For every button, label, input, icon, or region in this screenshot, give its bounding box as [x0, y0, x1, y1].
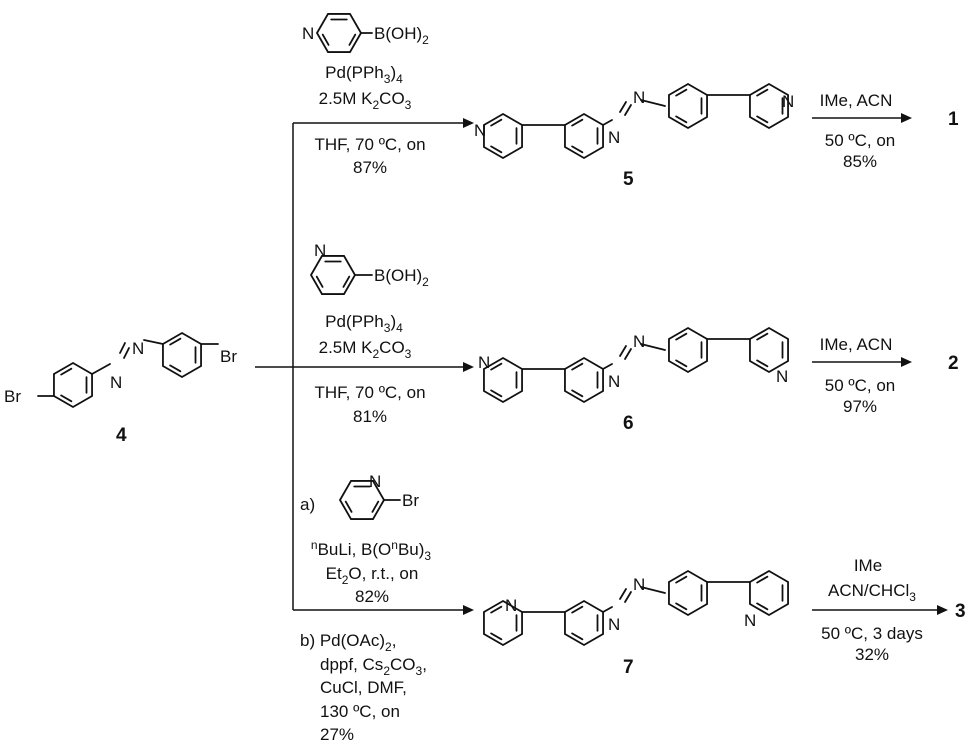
- reagent-4-pyridylboronic-acid: N B(OH)2: [302, 13, 429, 53]
- route-para-base: 2.5M K2CO3: [319, 89, 412, 112]
- route-meta-methylation-reagents: IMe, ACN: [820, 335, 893, 354]
- route-ortho-step-b-yield: 27%: [320, 725, 354, 744]
- pyridine-n-right: N: [782, 92, 794, 111]
- azo-n2: N: [633, 575, 645, 594]
- reagent-2-bromopyridine: N Br: [339, 472, 419, 520]
- bromine-label: Br: [402, 491, 419, 510]
- azo-n1-label: N: [110, 373, 122, 392]
- pyridine-n-label: N: [314, 241, 326, 260]
- compound-6-structure: N N N N: [478, 327, 789, 403]
- reagent-3-pyridylboronic-acid: N B(OH)2: [310, 241, 429, 295]
- pyridine-n-left: N: [478, 353, 490, 372]
- route-ortho-step-a-label: a): [300, 495, 315, 514]
- azo-n2: N: [633, 88, 645, 107]
- route-para-yield: 87%: [353, 158, 387, 177]
- route-ortho-methylation-solvent: ACN/CHCl3: [828, 581, 916, 604]
- compound-4-structure: Br Br N N: [4, 332, 237, 408]
- route-ortho-step-a-yield: 82%: [355, 587, 389, 606]
- route-ortho-methylation-yield: 32%: [855, 645, 889, 664]
- route-para-methylation-reagents: IMe, ACN: [820, 91, 893, 110]
- bromine-left-label: Br: [4, 387, 21, 406]
- azo-n2-label: N: [132, 339, 144, 358]
- route-meta-conditions: THF, 70 ºC, on: [314, 383, 425, 402]
- route-ortho-methylation-reagent: IMe: [854, 556, 882, 575]
- route-meta-yield: 81%: [353, 407, 387, 426]
- compound-7-label: 7: [623, 657, 634, 678]
- route-ortho-step-b-catalyst: b) Pd(OAc)2,: [300, 631, 396, 654]
- product-2-label: 2: [948, 353, 959, 374]
- pyridine-n-label: N: [369, 472, 381, 491]
- route-para-catalyst: Pd(PPh3)4: [325, 63, 403, 86]
- azo-n1: N: [608, 372, 620, 391]
- route-ortho-step-b-conditions: 130 ºC, on: [320, 702, 400, 721]
- azo-n2: N: [633, 332, 645, 351]
- route-meta-catalyst: Pd(PPh3)4: [325, 312, 403, 335]
- route-para-methylation-yield: 85%: [843, 152, 877, 171]
- compound-5-structure: N N N N: [474, 83, 794, 159]
- route-ortho-step-a-solvent: Et2O, r.t., on: [326, 564, 419, 587]
- product-3-label: 3: [955, 601, 966, 622]
- route-meta-base: 2.5M K2CO3: [319, 338, 412, 361]
- boronic-acid-label: B(OH)2: [374, 24, 429, 47]
- route-meta-methylation-conditions: 50 ºC, on: [825, 376, 895, 395]
- branch-lines: [255, 118, 474, 615]
- pyridine-n-left: N: [505, 596, 517, 615]
- route-para-conditions: THF, 70 ºC, on: [314, 135, 425, 154]
- pyridine-n-left: N: [474, 121, 486, 140]
- bromine-right-label: Br: [220, 347, 237, 366]
- route-meta-methylation-yield: 97%: [843, 397, 877, 416]
- compound-6-label: 6: [623, 413, 634, 434]
- compound-5-label: 5: [623, 169, 634, 190]
- compound-4-label: 4: [116, 425, 127, 446]
- azo-n1: N: [608, 615, 620, 634]
- route-para-methylation-conditions: 50 ºC, on: [825, 131, 895, 150]
- boronic-acid-label: B(OH)2: [374, 266, 429, 289]
- route-ortho-step-b-ligand-base: dppf, Cs2CO3,: [320, 655, 427, 678]
- route-ortho-step-b-additive: CuCl, DMF,: [320, 678, 407, 697]
- route-ortho-step-a-reagents: nBuLi, B(OnBu)3: [311, 538, 432, 563]
- product-1-label: 1: [948, 109, 959, 130]
- route-ortho-methylation-conditions: 50 ºC, 3 days: [821, 624, 923, 643]
- pyridine-n-right: N: [744, 611, 756, 630]
- azo-n1: N: [608, 128, 620, 147]
- compound-7-structure: N N N N: [483, 570, 789, 646]
- pyridine-n-label: N: [302, 24, 314, 43]
- pyridine-n-right: N: [776, 367, 788, 386]
